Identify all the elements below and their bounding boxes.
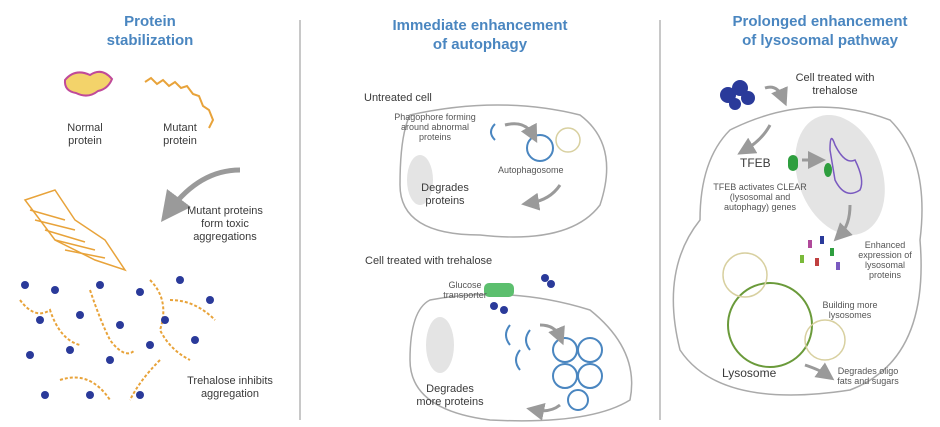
label-line: Degrades	[426, 383, 474, 395]
label-line: Phagophore forming	[394, 112, 476, 122]
title-line: stabilization	[106, 32, 194, 49]
label-line: aggregations	[193, 231, 257, 243]
treated-cell-icon	[409, 274, 633, 422]
lysosome-label: Lysosome	[722, 366, 777, 380]
untreated-cell-label: Untreated cell	[364, 92, 432, 104]
label-line: Normal	[67, 122, 103, 134]
panel-2-title: Immediate enhancement of autophagy	[370, 16, 590, 54]
arrow-icon	[160, 167, 241, 222]
label-line: lysosomes	[828, 310, 872, 320]
label-line: proteins	[425, 195, 465, 207]
label-line: transporter	[443, 290, 487, 300]
label-line: more proteins	[416, 396, 484, 408]
autophagosome-label: Autophagosome	[498, 165, 564, 175]
mutant-protein-icon	[144, 76, 215, 129]
label-line: protein	[68, 135, 102, 147]
label-line: trehalose	[812, 85, 858, 97]
cell-with-nucleus-icon	[672, 106, 923, 396]
label-line: Glucose	[448, 280, 482, 290]
trehalose-inhibition-icon	[19, 276, 216, 401]
title-line: Prolonged enhancement	[732, 13, 908, 30]
title-line: Immediate enhancement	[392, 17, 568, 34]
label-line: Trehalose inhibits	[187, 375, 273, 387]
title-line: Protein	[124, 13, 176, 30]
lysosome-icon	[727, 282, 813, 368]
label-line: Enhanced	[864, 240, 906, 250]
dna-icon	[829, 137, 863, 195]
tfeb-label: TFEB	[740, 156, 771, 170]
glucose-transporter-icon	[484, 283, 514, 297]
label-line: around abnormal	[400, 122, 470, 132]
normal-protein-icon	[63, 70, 114, 97]
label-line: expression of	[858, 250, 912, 260]
trehalose-molecule-icon	[720, 80, 755, 110]
treated-cell-label: Cell treated with trehalose	[365, 255, 493, 267]
label-line: Mutant	[163, 122, 197, 134]
label-line: Degrades oligo	[837, 366, 899, 376]
label-line: Cell treated with	[795, 72, 875, 84]
label-line: proteins	[868, 270, 902, 280]
label-line: TFEB activates CLEAR	[713, 182, 807, 192]
label-line: Building more	[822, 300, 878, 310]
label-line: protein	[163, 135, 197, 147]
panel-1-title: Protein stabilization	[70, 12, 230, 50]
tfeb-icon	[788, 155, 798, 171]
label-line: autophagy) genes	[723, 202, 797, 212]
label-line: fats and sugars	[837, 376, 899, 386]
untreated-cell-icon	[399, 104, 608, 238]
title-line: of lysosomal pathway	[742, 32, 898, 49]
title-line: of autophagy	[432, 36, 528, 53]
label-line: lysosomal	[864, 260, 905, 270]
label-line: form toxic	[201, 218, 249, 230]
panel-3-title: Prolonged enhancement of lysosomal pathwa…	[700, 12, 940, 50]
label-line: aggregation	[200, 388, 260, 400]
label-line: Mutant proteins	[187, 205, 263, 217]
label-line: Degrades	[421, 182, 469, 194]
label-line: proteins	[418, 132, 452, 142]
lysosomal-proteins-icon	[800, 236, 840, 270]
aggregation-icon	[23, 189, 127, 272]
label-line: (lysosomal and	[729, 192, 791, 202]
